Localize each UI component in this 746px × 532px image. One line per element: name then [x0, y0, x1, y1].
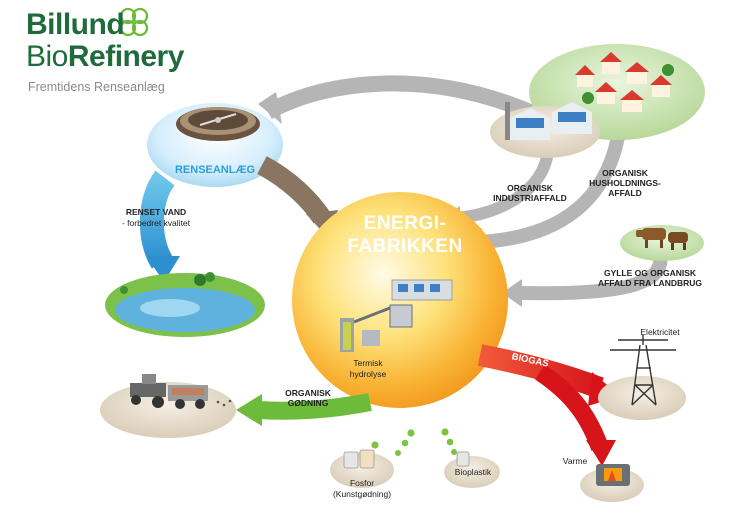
logo-line1: Billund — [26, 8, 125, 41]
godning-label-2: GØDNING — [287, 398, 329, 408]
energi-title-1: ENERGI- — [363, 213, 447, 234]
logo-line2-refinery: Refinery — [67, 40, 185, 73]
industry-node — [490, 102, 600, 158]
organisk-godning-arrow — [236, 393, 372, 426]
spildevand-arrow — [258, 75, 534, 124]
termisk-label-1: Termisk — [353, 358, 383, 368]
biogas-arrow — [477, 344, 620, 466]
fosfor-label-2: (Kunstgødning) — [332, 489, 392, 499]
renset-vand-sublabel: - forbedret kvalitet — [121, 218, 191, 228]
renseanlaeg-label: RENSEANLÆG — [174, 164, 256, 176]
varme-label: Varme — [562, 456, 588, 466]
gylle-label-2: AFFALD FRA LANDBRUG — [597, 278, 703, 288]
organisk-hush-label-1: ORGANISK — [602, 168, 648, 178]
renseanlaeg-node — [147, 103, 283, 187]
elektricitet-label: Elektricitet — [640, 327, 680, 337]
energi-title-2: FABRIKKEN — [347, 236, 463, 257]
bioplastik-node — [444, 451, 500, 488]
logo-line2: BioRefinery — [26, 42, 184, 72]
spildevand-label: SPILDEVAND — [399, 68, 451, 77]
fosfor-dots — [363, 428, 457, 459]
bioplastik-label: Bioplastik — [454, 467, 492, 477]
elektricitet-node — [598, 335, 686, 420]
renset-vand-arrow — [139, 170, 180, 282]
organisk-industri-label-1: ORGANISK — [507, 183, 553, 193]
godning-label-1: ORGANISK — [285, 388, 331, 398]
pond-node — [105, 272, 265, 337]
field-node — [100, 374, 236, 438]
organisk-hush-label-2: HUSHOLDNINGS- — [589, 178, 661, 188]
gylle-label-1: GYLLE OG ORGANISK — [603, 268, 697, 278]
logo-leaf-icon — [119, 7, 149, 37]
termisk-label-2: hydrolyse — [349, 369, 387, 379]
fosfor-label-1: Fosfor — [349, 478, 375, 488]
logo-line2-bio: Bio — [26, 40, 68, 73]
energifabrikken-node — [292, 192, 508, 408]
organisk-hush-label-3: AFFALD — [608, 188, 642, 198]
varme-node — [580, 464, 644, 502]
renset-vand-label: RENSET VAND — [125, 207, 187, 217]
organisk-industri-label-2: INDUSTRIAFFALD — [493, 193, 567, 203]
gylle-arrow — [502, 253, 668, 307]
fosfor-node — [330, 449, 394, 488]
cows-node — [620, 225, 704, 261]
logo-tagline: Fremtidens Renseanlæg — [28, 80, 165, 94]
